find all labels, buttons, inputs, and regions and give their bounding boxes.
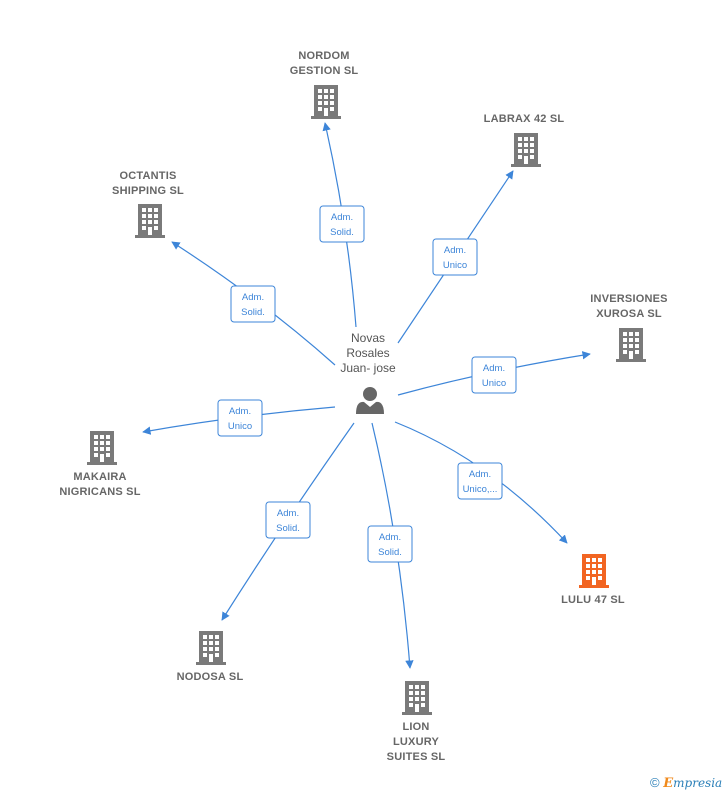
building-icon xyxy=(616,328,646,362)
company-node-labrax[interactable]: LABRAX 42 SL xyxy=(484,113,565,167)
brand-logo-text: mpresia xyxy=(673,776,723,790)
company-label: LUXURY xyxy=(393,736,439,748)
edge-label-line: Adm. xyxy=(331,212,353,223)
edge-label-line: Adm. xyxy=(379,532,401,543)
company-label: OCTANTIS xyxy=(119,170,176,182)
brand-logo-initial: E xyxy=(663,776,674,791)
edge-makaira: Adm. Unico xyxy=(142,399,336,437)
building-icon xyxy=(402,681,432,715)
person-name-line: Rosales xyxy=(346,346,389,360)
company-node-nodosa[interactable]: NODOSA SL xyxy=(177,631,244,683)
edge-label-box[interactable] xyxy=(319,205,365,243)
edge-label-line: Unico xyxy=(443,260,467,271)
building-icon xyxy=(311,85,341,119)
edge-label-line: Solid. xyxy=(330,227,354,238)
person-name-line: Novas xyxy=(351,331,385,345)
edge-label-line: Unico xyxy=(482,378,506,389)
company-label: LABRAX 42 SL xyxy=(484,113,565,125)
building-icon xyxy=(87,431,117,465)
company-label: GESTION SL xyxy=(290,65,359,77)
edge-label-box[interactable] xyxy=(230,285,276,323)
edge-label-line: Solid. xyxy=(241,307,265,318)
edge-label-line: Unico,... xyxy=(463,484,498,495)
edge-nodosa: Adm. Solid. xyxy=(221,422,355,621)
company-label: LION xyxy=(402,721,429,733)
edge-nordom: Adm. Solid. xyxy=(319,122,365,328)
edge-labrax: Adm. Unico xyxy=(397,170,514,344)
company-node-octantis[interactable]: OCTANTIS SHIPPING SL xyxy=(112,170,184,238)
edge-label-box[interactable] xyxy=(367,525,413,563)
person-name-line: Juan- jose xyxy=(340,361,396,375)
building-icon xyxy=(579,554,609,588)
company-label: LULU 47 SL xyxy=(561,594,625,606)
edge-label-box[interactable] xyxy=(265,501,311,539)
edge-label-line: Unico xyxy=(228,421,252,432)
person-icon xyxy=(356,387,384,414)
edge-octantis: Adm. Solid. xyxy=(171,241,336,366)
edges-layer: Adm.Solid.Adm.UnicoAdm.Solid.Adm.UnicoAd… xyxy=(142,122,591,669)
edge-label-box[interactable] xyxy=(471,356,517,394)
copyright-footer: © Empresia xyxy=(650,775,722,791)
edge-label-box[interactable] xyxy=(432,238,478,276)
edge-label-line: Solid. xyxy=(276,523,300,534)
company-node-makaira[interactable]: MAKAIRA NIGRICANS SL xyxy=(59,431,140,498)
nodes-layer: NORDOM GESTION SL LABRAX 42 SL OCTANTIS SHIP… xyxy=(59,50,667,763)
company-label: MAKAIRA xyxy=(73,471,126,483)
edge-label-line: Solid. xyxy=(378,547,402,558)
company-node-lulu[interactable]: LULU 47 SL xyxy=(561,554,625,606)
copyright-symbol: © xyxy=(650,775,660,790)
edge-label-line: Adm. xyxy=(469,469,491,480)
company-node-nordom[interactable]: NORDOM GESTION SL xyxy=(290,50,359,119)
edge-label-line: Adm. xyxy=(483,363,505,374)
edge-label-line: Adm. xyxy=(242,292,264,303)
edge-lion: Adm. Solid. xyxy=(367,422,414,669)
building-icon xyxy=(135,204,165,238)
company-node-inversiones[interactable]: INVERSIONES XUROSA SL xyxy=(590,293,667,362)
building-icon xyxy=(511,133,541,167)
company-label: XUROSA SL xyxy=(596,308,662,320)
company-label: NODOSA SL xyxy=(177,671,244,683)
company-label: NORDOM xyxy=(298,50,349,62)
edge-inversiones: Adm. Unico xyxy=(397,351,591,396)
company-label: INVERSIONES xyxy=(590,293,667,305)
edge-label-line: Adm. xyxy=(229,406,251,417)
building-icon xyxy=(196,631,226,665)
company-label: SHIPPING SL xyxy=(112,185,184,197)
edge-label-line: Adm. xyxy=(444,245,466,256)
edge-lulu: Adm. Unico,... xyxy=(394,421,568,544)
edge-label-box[interactable] xyxy=(457,462,503,500)
company-label: SUITES SL xyxy=(387,751,446,763)
company-label: NIGRICANS SL xyxy=(59,486,140,498)
company-node-lion[interactable]: LION LUXURY SUITES SL xyxy=(387,681,446,763)
edge-label-box[interactable] xyxy=(217,399,263,437)
edge-label-line: Adm. xyxy=(277,508,299,519)
